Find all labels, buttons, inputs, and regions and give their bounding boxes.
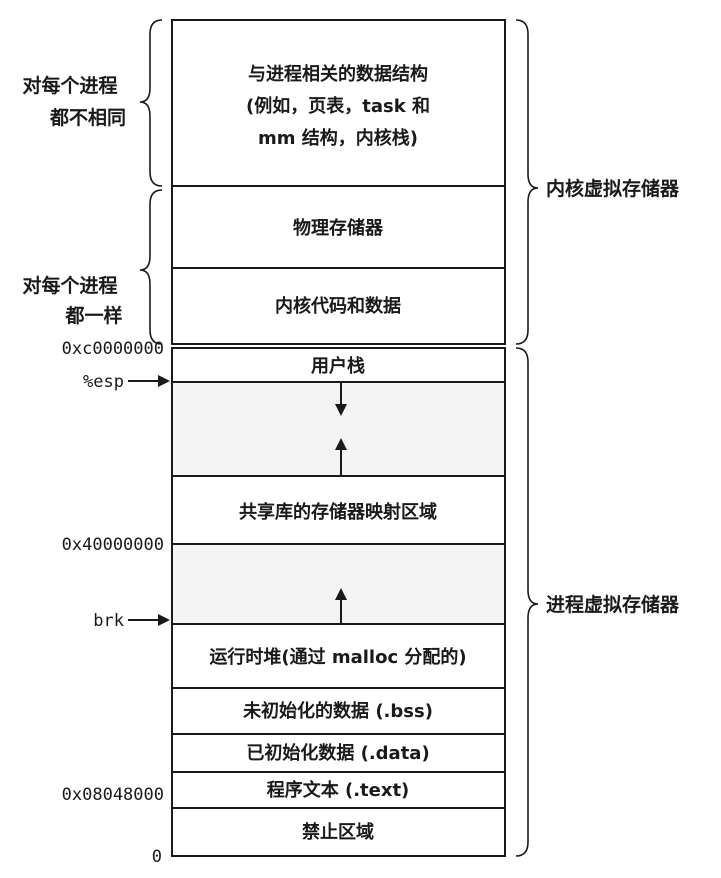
segment-runtime-heap <box>171 623 506 689</box>
left-label-same-line-1: 对每个进程 <box>22 274 117 297</box>
address-esp: %esp <box>83 372 124 392</box>
heap-up-arrow-head <box>335 588 347 600</box>
right-brace-kernel-vm <box>515 19 539 345</box>
brk-pointer-head <box>158 614 170 626</box>
segment-data <box>171 733 506 773</box>
right-label-kernel-vm: 内核虚拟存储器 <box>546 177 680 200</box>
segment-kernel-data-structures <box>171 19 506 187</box>
left-brace-per-process-same <box>139 189 163 345</box>
right-brace-process-vm <box>515 347 539 857</box>
segment-physical-memory <box>171 185 506 269</box>
left-brace-per-process-different <box>139 19 163 187</box>
region-heap-growth-gap <box>171 543 506 625</box>
runtime-heap-label: 运行时堆(通过 malloc 分配的) <box>209 646 466 668</box>
segment-forbidden <box>171 807 506 857</box>
data-label: 已初始化数据 (.data) <box>246 742 429 764</box>
address-kernel-base: 0xc0000000 <box>62 339 164 359</box>
esp-pointer-head <box>158 375 170 387</box>
kernel-code-data-label: 内核代码和数据 <box>275 295 401 317</box>
shared-up-arrow-head <box>335 438 347 450</box>
address-zero: 0 <box>152 847 162 867</box>
bss-label: 未初始化的数据 (.bss) <box>243 700 433 722</box>
kernel-data-structures-line-1: 与进程相关的数据结构 <box>248 63 428 85</box>
left-label-different-line-2: 都不相同 <box>49 107 126 129</box>
address-text-base: 0x08048000 <box>62 785 164 805</box>
kernel-data-structures-line-2: (例如，页表，task 和 <box>246 95 430 117</box>
segment-kernel-code-data <box>171 267 506 345</box>
right-label-process-vm: 进程虚拟存储器 <box>546 593 680 616</box>
left-label-different-line-1: 对每个进程 <box>22 74 117 97</box>
user-stack-label: 用户栈 <box>311 355 365 377</box>
left-label-same-line-2: 都一样 <box>64 304 122 327</box>
shared-libraries-label: 共享库的存储器映射区域 <box>239 501 437 523</box>
address-brk: brk <box>93 611 124 631</box>
text-label: 程序文本 (.text) <box>267 779 410 801</box>
kernel-data-structures-line-3: mm 结构，内核栈) <box>258 127 418 149</box>
region-stack-growth-gap <box>171 381 506 477</box>
stack-down-arrow-head <box>335 404 347 416</box>
segment-user-stack <box>171 347 506 383</box>
forbidden-label: 禁止区域 <box>302 821 374 843</box>
address-shared-base: 0x40000000 <box>62 535 164 555</box>
physical-memory-label: 物理存储器 <box>293 217 384 239</box>
